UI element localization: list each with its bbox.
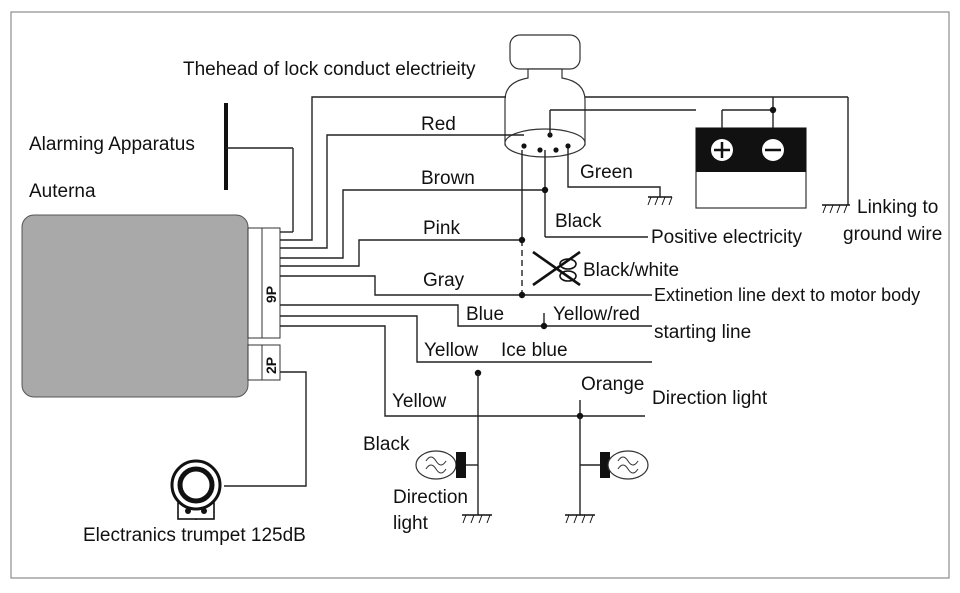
battery-icon	[695, 110, 807, 209]
direction-light-left-label-1: Direction	[393, 487, 468, 508]
connector-9p-label: 9P	[263, 286, 279, 303]
wire-label-black-white: Black/white	[583, 260, 679, 281]
right-direction-lamp-icon	[565, 416, 649, 524]
wire-label-yellow-2: Yellow	[392, 391, 447, 412]
wire-label-yellow-red: Yellow/red	[553, 304, 640, 325]
wire-label-brown: Brown	[421, 168, 475, 189]
siren-speaker-icon	[170, 459, 222, 520]
wire-label-black: Black	[555, 211, 602, 232]
direction-light-left-label-2: light	[393, 513, 429, 534]
ground-wire-label-1: Linking to	[857, 197, 938, 218]
left-direction-lamp-icon	[415, 373, 492, 524]
ground-wire-label-2: ground wire	[843, 224, 942, 245]
positive-electricity-label: Positive electricity	[651, 227, 802, 248]
direction-light-right-label: Direction light	[652, 388, 768, 409]
trumpet-label: Electranics trumpet 125dB	[83, 525, 306, 546]
wire-label-ice-blue: Ice blue	[501, 340, 568, 361]
alarm-apparatus-label: Alarming Apparatus	[29, 134, 195, 155]
cut-wire-icon	[532, 250, 581, 287]
wire-label-red: Red	[421, 114, 456, 135]
wire-label-yellow-1: Yellow	[424, 340, 479, 361]
connector-2p-label: 2P	[263, 357, 279, 374]
antenna-icon	[224, 103, 294, 233]
wire-label-gray: Gray	[423, 270, 465, 291]
ground-icon	[647, 196, 673, 206]
lock-head-label: Thehead of lock conduct electrieity	[183, 59, 476, 80]
wire-label-orange: Orange	[581, 374, 644, 395]
ignition-lock-icon	[504, 34, 586, 158]
extinction-line-label: Extinetion line dext to motor body	[654, 285, 920, 305]
antenna-label: Auterna	[29, 181, 96, 202]
wire-label-pink: Pink	[423, 218, 460, 239]
diagram-frame	[10, 11, 950, 579]
wire-label-green: Green	[580, 162, 633, 183]
wire-bundle	[195, 96, 849, 520]
wire-label-black-left: Black	[363, 434, 410, 455]
wire-label-blue: Blue	[466, 304, 504, 325]
alarm-control-box	[21, 214, 281, 398]
starting-line-label: starting line	[654, 322, 751, 343]
ground-icon-2	[822, 204, 850, 214]
